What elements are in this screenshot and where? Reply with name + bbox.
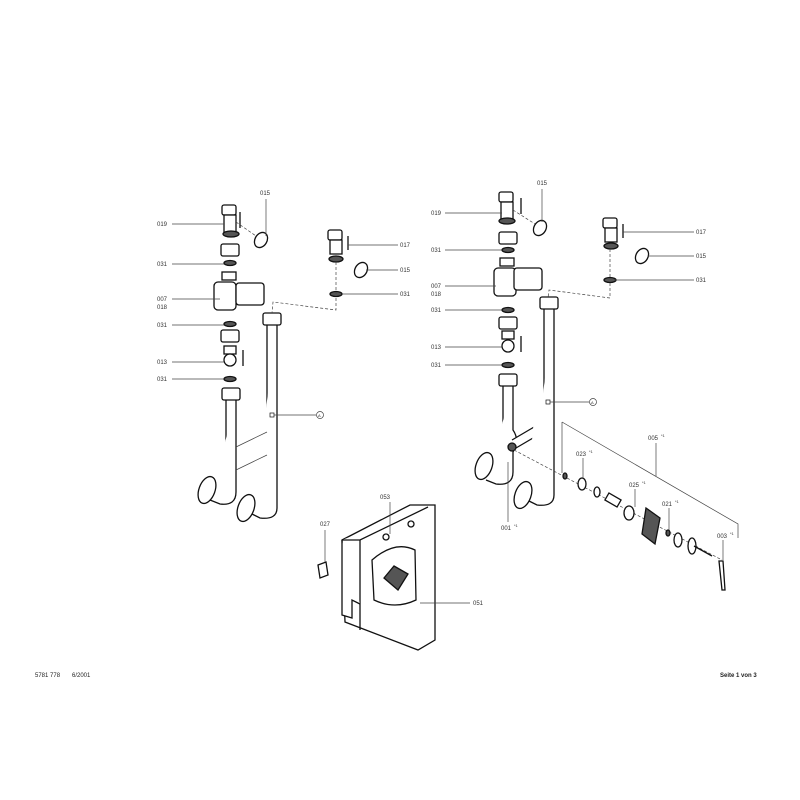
part-label-003: 003 <box>717 534 728 540</box>
part-label-015: 015 <box>537 181 548 187</box>
part-label-031: 031 <box>400 292 411 298</box>
part-label-017: 017 <box>400 243 411 249</box>
page-indicator: Seite 1 von 3 <box>720 673 757 679</box>
part-label-007: 007 <box>157 297 168 303</box>
part-label-031: 031 <box>696 278 707 284</box>
part-label-018: 018 <box>157 305 168 311</box>
footnote-mark: *1 <box>675 499 680 504</box>
part-label-031: 031 <box>157 323 168 329</box>
insulation-casing: 053 027 051 <box>317 495 484 651</box>
part-label-015: 015 <box>400 268 411 274</box>
part-label-005: 005 <box>648 436 659 442</box>
footnote-mark: *1 <box>730 531 735 536</box>
part-label-018: 018 <box>431 292 442 298</box>
part-label-053: 053 <box>380 495 391 501</box>
footnote-mark: *1 <box>661 433 666 438</box>
document-number: 5781 778 <box>35 673 61 679</box>
part-label-031: 031 <box>431 363 442 369</box>
right-assembly: 015 019 031 007 018 031 013 031 017 015 … <box>431 181 739 591</box>
footnote-mark: *1 <box>589 449 594 454</box>
part-label-019: 019 <box>431 211 442 217</box>
document-date: 6/2001 <box>72 673 91 679</box>
reference-a-marker: A <box>318 413 321 418</box>
part-label-017: 017 <box>696 230 707 236</box>
part-label-031: 031 <box>157 262 168 268</box>
footnote-mark: *1 <box>514 523 519 528</box>
part-label-023: 023 <box>576 452 587 458</box>
part-label-027: 027 <box>320 522 331 528</box>
reference-a-marker: A <box>591 400 594 405</box>
part-label-031: 031 <box>431 308 442 314</box>
part-label-015: 015 <box>696 254 707 260</box>
part-label-007: 007 <box>431 284 442 290</box>
left-assembly: 015 019 031 007 018 031 013 031 017 015 … <box>157 191 411 523</box>
part-label-025: 025 <box>629 483 640 489</box>
part-label-001: 001 <box>501 526 512 532</box>
part-label-051: 051 <box>473 601 484 607</box>
part-label-013: 013 <box>431 345 442 351</box>
part-label-019: 019 <box>157 222 168 228</box>
footnote-mark: *1 <box>642 480 647 485</box>
part-label-013: 013 <box>157 360 168 366</box>
part-label-031: 031 <box>431 248 442 254</box>
part-label-021: 021 <box>662 502 673 508</box>
part-label-015: 015 <box>260 191 271 197</box>
part-label-031: 031 <box>157 377 168 383</box>
